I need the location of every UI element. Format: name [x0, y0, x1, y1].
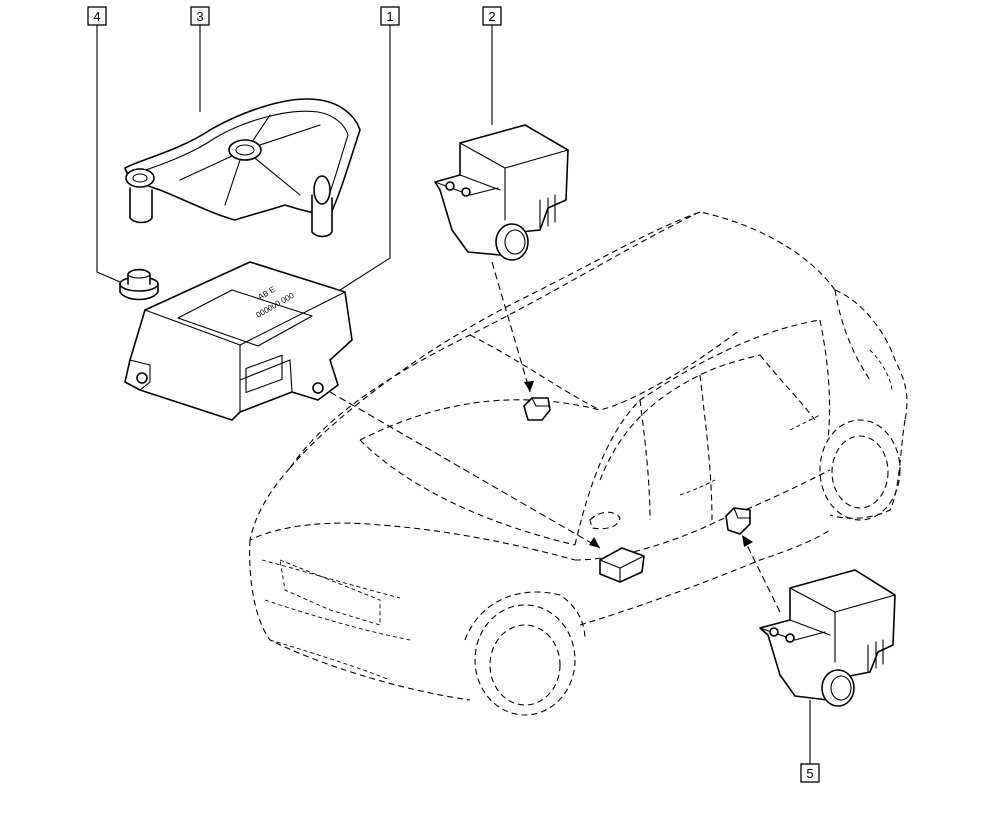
- impact-sensor-part-5: [759, 569, 896, 707]
- bracket-part-3: [124, 98, 361, 238]
- nut-part-4: [119, 268, 159, 301]
- vehicle-outline: [249, 211, 908, 716]
- callout-1-label: 1: [386, 9, 393, 24]
- side-sensor-on-car: [725, 507, 751, 535]
- callout-2: 2: [482, 6, 502, 26]
- front-sensor-on-car: [523, 397, 551, 421]
- callout-2-label: 2: [488, 9, 495, 24]
- ecu-on-car: [599, 547, 645, 583]
- callout-4: 4: [87, 6, 107, 26]
- callout-4-label: 4: [93, 9, 100, 24]
- callout-5-label: 5: [806, 766, 813, 781]
- leader-lines: [96, 25, 811, 764]
- airbag-ecu-part-1: AB E 000000 000: [124, 261, 353, 421]
- callout-1: 1: [380, 6, 400, 26]
- leader-1: [339, 25, 391, 291]
- callout-3: 3: [190, 6, 210, 26]
- callout-5: 5: [800, 763, 820, 783]
- locator-lines: [329, 261, 781, 613]
- leader-4: [96, 25, 121, 283]
- callout-3-label: 3: [196, 9, 203, 24]
- impact-sensor-part-2: [434, 124, 569, 261]
